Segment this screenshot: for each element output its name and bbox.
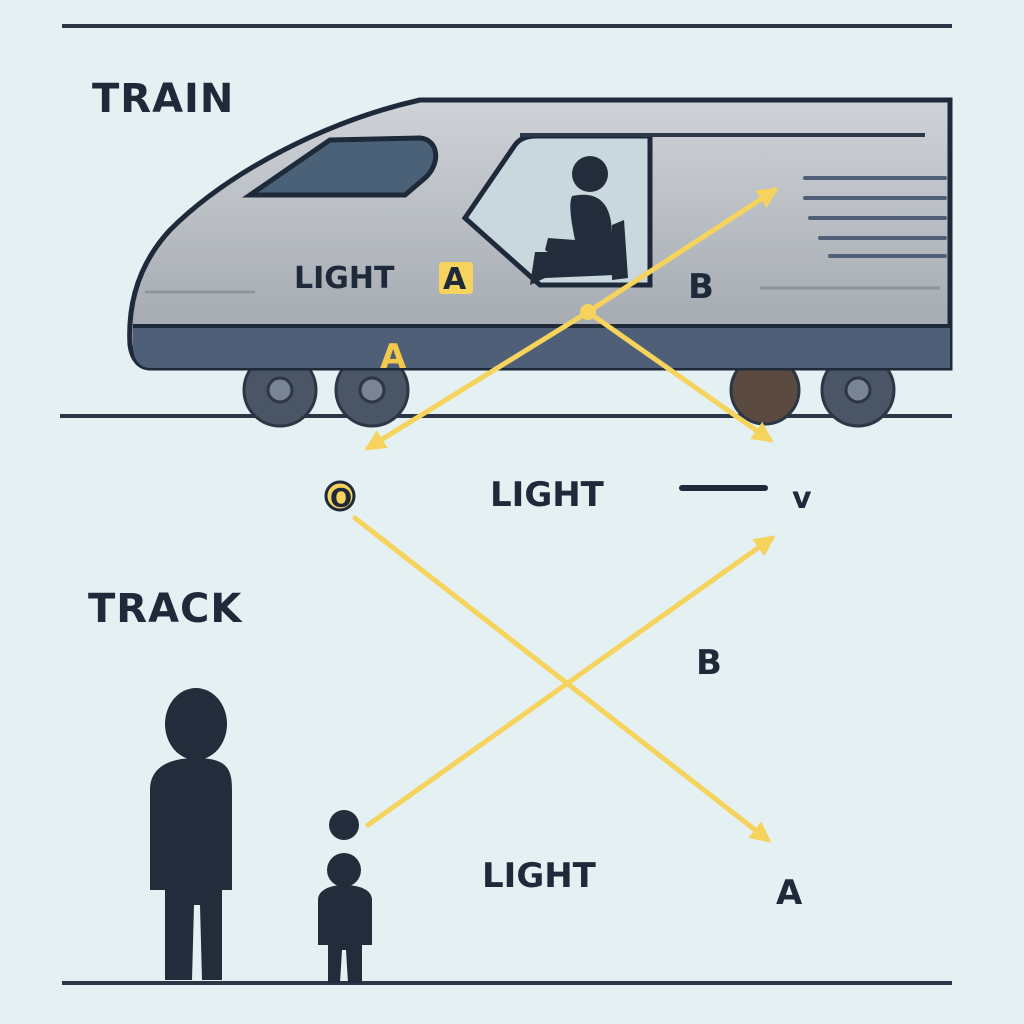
train-wheels xyxy=(242,352,896,428)
light-source-dot xyxy=(580,304,596,320)
light-a-label: LIGHT xyxy=(294,261,395,296)
o-label: O xyxy=(330,484,352,514)
a-window-label: A xyxy=(380,337,407,377)
arrow-icon xyxy=(585,187,779,315)
v-mark-label: v xyxy=(792,481,812,516)
arrow-icon xyxy=(352,515,772,843)
speed-lines xyxy=(803,176,947,258)
o-marker xyxy=(324,480,356,512)
arrow-icon xyxy=(364,309,591,451)
light-middle-label: LIGHT xyxy=(490,475,605,515)
standing-person-icon xyxy=(150,688,232,980)
train-car-icon xyxy=(127,97,953,428)
b-train-label: B xyxy=(688,267,714,307)
train-stripe xyxy=(133,326,950,368)
a-badge-label: A xyxy=(443,262,467,297)
light-rays xyxy=(352,187,779,843)
train-label: TRAIN xyxy=(92,76,234,122)
a-bottom-label: A xyxy=(776,873,803,913)
train-front-window xyxy=(241,135,439,198)
child-icon xyxy=(318,810,372,983)
arrow-icon xyxy=(585,309,774,443)
light-bottom-label: LIGHT xyxy=(482,856,597,896)
arrow-icon xyxy=(365,535,776,828)
seated-person-icon xyxy=(530,156,628,285)
a-badge-background xyxy=(439,262,473,294)
b-track-label: B xyxy=(696,643,722,683)
track-label: TRACK xyxy=(88,586,243,632)
